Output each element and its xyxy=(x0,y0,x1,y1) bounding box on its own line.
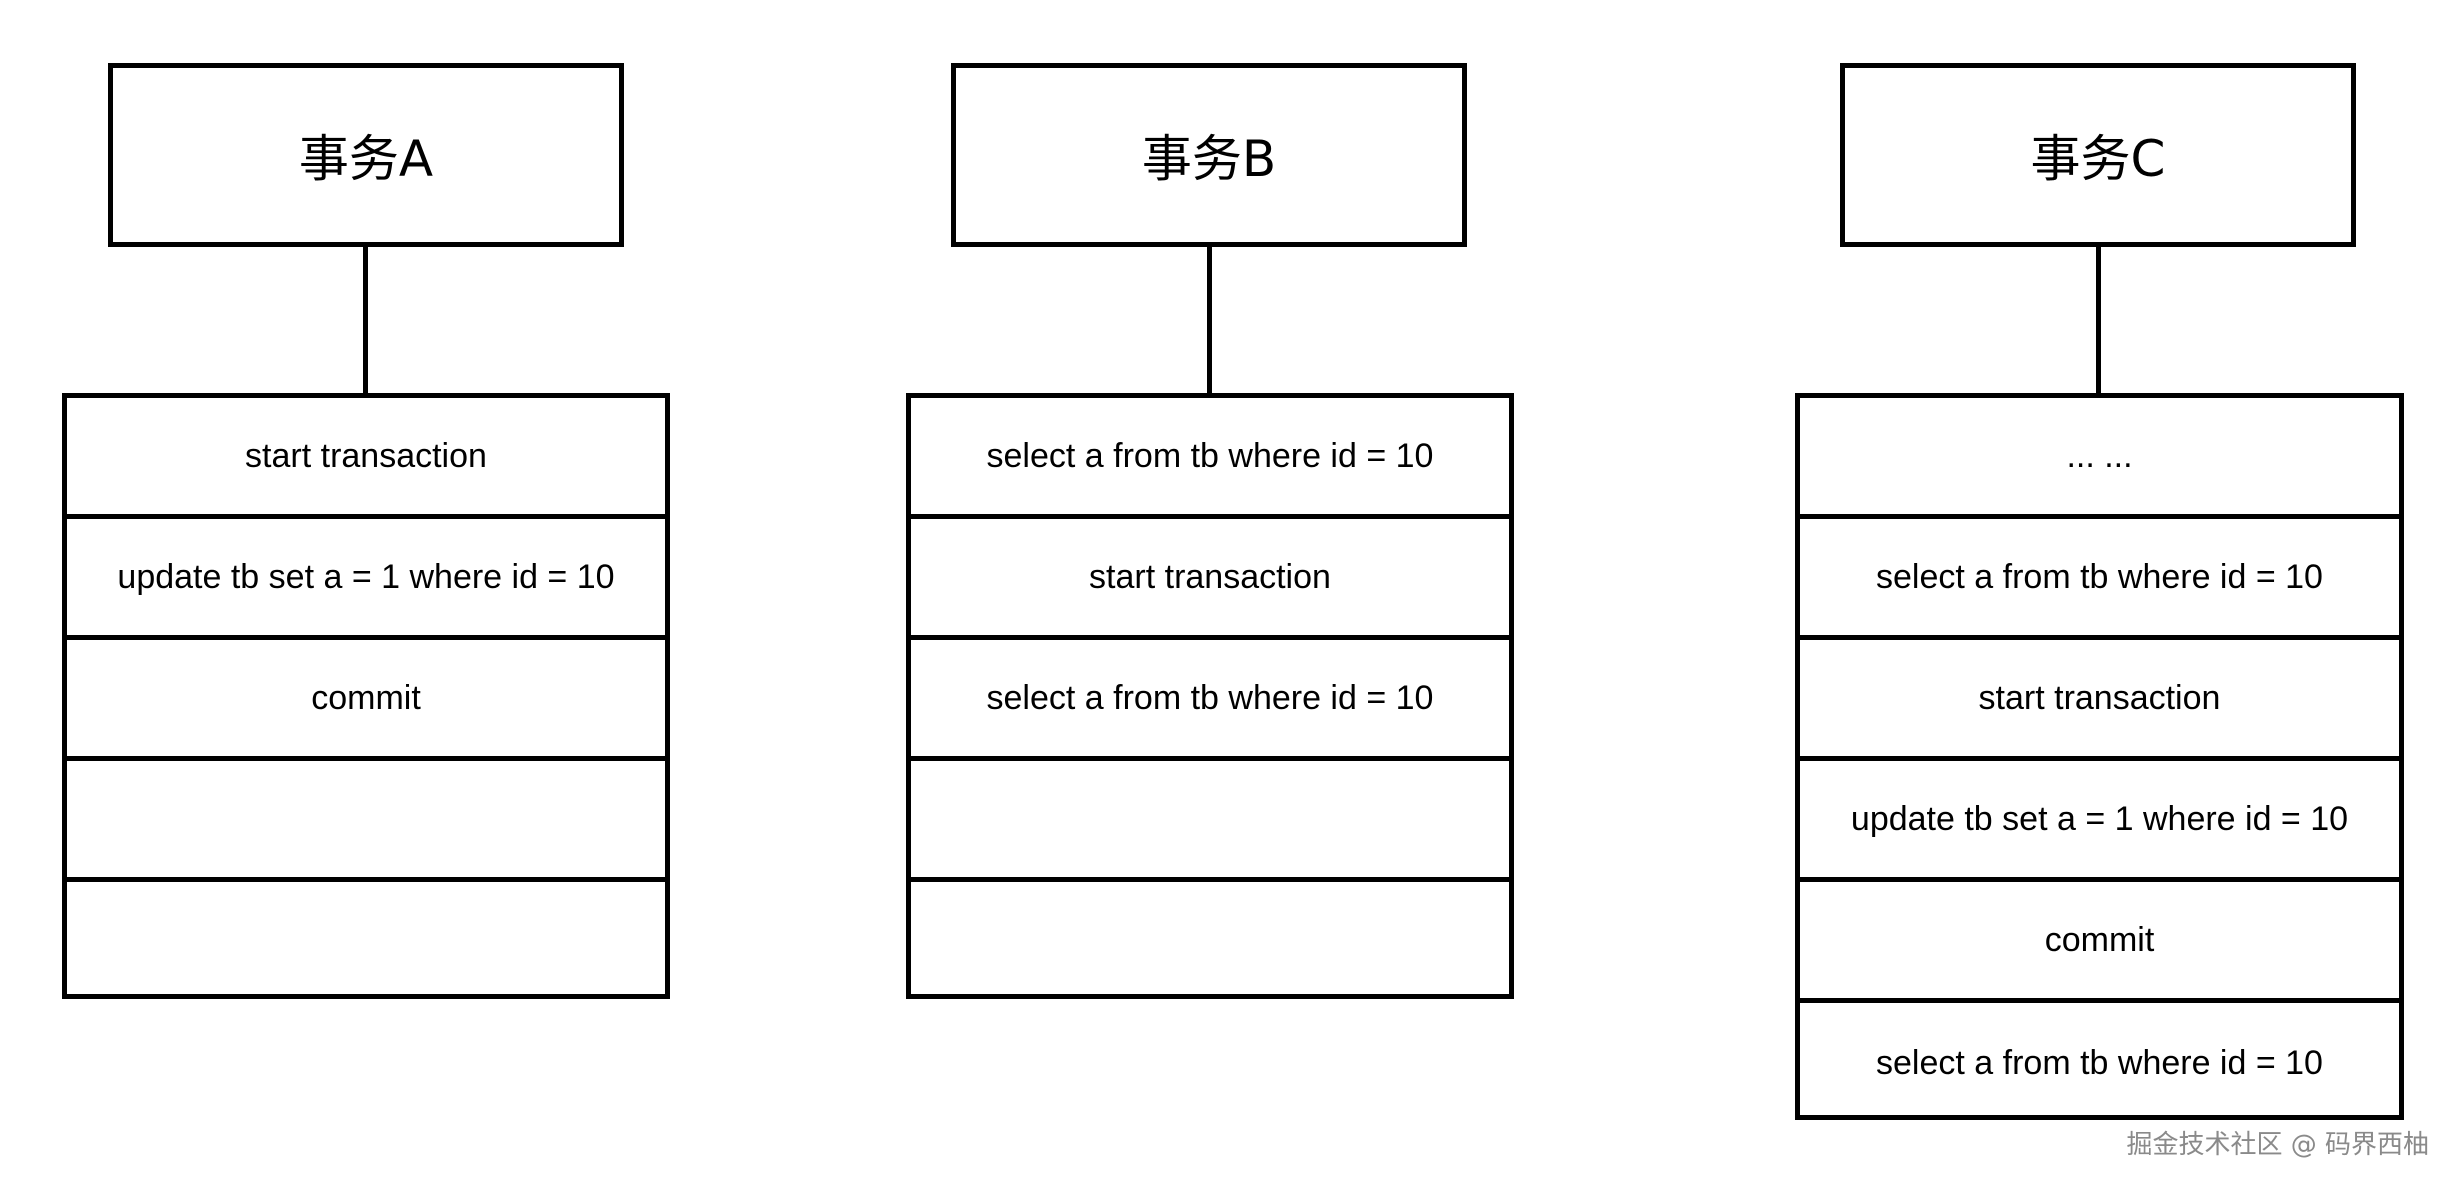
step-row: commit xyxy=(1800,882,2399,1003)
step-row: select a from tb where id = 10 xyxy=(911,398,1509,519)
step-text: update tb set a = 1 where id = 10 xyxy=(1850,799,2349,838)
watermark: 掘金技术社区 @ 码界西柚 xyxy=(2126,1130,2429,1160)
step-text: start transaction xyxy=(245,436,487,475)
step-row: start transaction xyxy=(67,398,665,519)
transaction-c-title: 事务C xyxy=(2030,130,2166,188)
step-text: commit xyxy=(311,678,421,717)
step-text: select a from tb where id = 10 xyxy=(1876,1044,2323,1082)
step-text: start transaction xyxy=(1978,678,2221,717)
step-text: update tb set a = 1 where id = 10 xyxy=(117,557,615,596)
transaction-a-connector xyxy=(363,247,368,395)
transaction-b-connector xyxy=(1207,247,1212,395)
step-text: ... ... xyxy=(2066,436,2133,475)
step-row: select a from tb where id = 10 xyxy=(1800,1003,2399,1124)
transaction-b-title: 事务B xyxy=(1141,130,1277,188)
transaction-b-header: 事务B xyxy=(951,63,1467,247)
transaction-a-title: 事务A xyxy=(298,130,434,188)
step-row: start transaction xyxy=(911,519,1509,640)
step-row: select a from tb where id = 10 xyxy=(911,640,1509,761)
step-text: start transaction xyxy=(1089,557,1331,596)
step-row: update tb set a = 1 where id = 10 xyxy=(67,519,665,640)
transaction-a-header: 事务A xyxy=(108,63,624,247)
transaction-c-steps: ... ... select a from tb where id = 10 s… xyxy=(1795,393,2404,1120)
transaction-b-steps: select a from tb where id = 10 start tra… xyxy=(906,393,1514,999)
step-text: select a from tb where id = 10 xyxy=(986,678,1434,717)
step-row: ... ... xyxy=(1800,398,2399,519)
transaction-c-header: 事务C xyxy=(1840,63,2356,247)
step-row xyxy=(911,761,1509,882)
step-row: start transaction xyxy=(1800,640,2399,761)
step-row xyxy=(67,761,665,882)
step-text: commit xyxy=(2044,920,2155,959)
step-row: update tb set a = 1 where id = 10 xyxy=(1800,761,2399,882)
transaction-c-connector xyxy=(2096,247,2101,395)
step-text: select a from tb where id = 10 xyxy=(1876,557,2323,596)
step-row: commit xyxy=(67,640,665,761)
transaction-a-steps: start transaction update tb set a = 1 wh… xyxy=(62,393,670,999)
step-row: select a from tb where id = 10 xyxy=(1800,519,2399,640)
step-text: select a from tb where id = 10 xyxy=(986,436,1434,475)
